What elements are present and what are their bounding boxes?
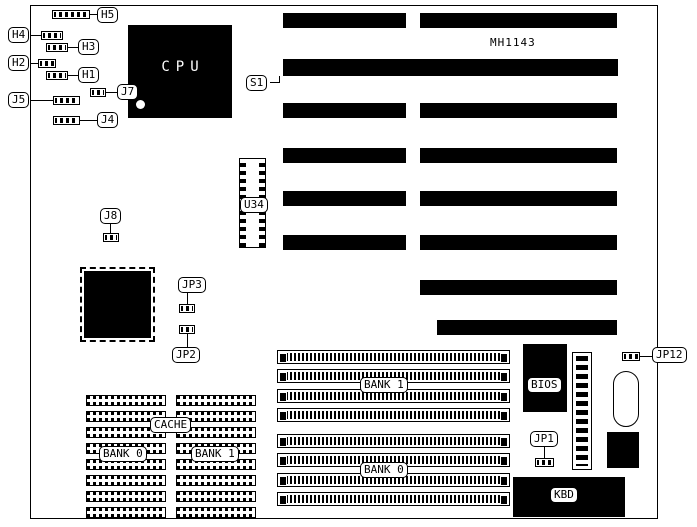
simm-socket <box>277 492 510 506</box>
leader-line-jp12 <box>640 356 652 357</box>
label-simm-bank0: BANK 0 <box>360 462 408 478</box>
header-j7-connector <box>90 88 106 97</box>
cache-chip <box>176 395 256 406</box>
leader-line-h4 <box>30 35 41 36</box>
isa-slot-4-right <box>420 191 617 206</box>
header-j4-connector <box>53 116 80 125</box>
label-h3: H3 <box>78 39 100 55</box>
label-cache-bank0: BANK 0 <box>99 446 147 462</box>
isa-slot-6 <box>420 280 617 295</box>
label-u34: U34 <box>240 197 268 213</box>
label-jp12: JP12 <box>652 347 687 363</box>
keyboard-din-connector <box>607 432 639 468</box>
isa-slot-5-left <box>283 235 406 250</box>
s1-slot <box>283 59 618 76</box>
label-jp2: JP2 <box>172 347 200 363</box>
chipset-qfp <box>80 267 155 342</box>
cache-chip <box>176 411 256 422</box>
label-j5: J5 <box>8 92 30 108</box>
board-model: MH1143 <box>490 36 536 49</box>
header-j5-connector <box>53 96 80 105</box>
isa-slot-7 <box>437 320 617 335</box>
cache-chip <box>176 475 256 486</box>
header-jp1-connector <box>535 458 554 467</box>
label-s1: S1 <box>246 75 268 91</box>
cpu-pin1-marker <box>136 100 145 109</box>
leader-line-s1-v <box>279 76 280 83</box>
leader-line-j5 <box>30 100 53 101</box>
isa-slot-3-right <box>420 148 617 163</box>
leader-line-jp3 <box>187 293 188 304</box>
label-h2: H2 <box>8 55 30 71</box>
cache-chip <box>86 475 166 486</box>
header-h2-connector <box>38 59 56 68</box>
header-jp2-connector <box>179 325 195 334</box>
leader-line-h3 <box>68 47 78 48</box>
isa-slot-5-right <box>420 235 617 250</box>
isa-slot-4-left <box>283 191 406 206</box>
header-h5-connector <box>52 10 90 19</box>
cpu-label: CPU <box>161 59 205 75</box>
label-cache: CACHE <box>150 417 192 433</box>
label-j8: J8 <box>100 208 122 224</box>
leader-line-j7 <box>106 92 117 93</box>
isa-slot-2-right <box>420 103 617 118</box>
leader-line-s1-h <box>270 82 280 83</box>
simm-socket <box>277 408 510 422</box>
isa-slot-1-right <box>420 13 617 28</box>
simm-socket <box>277 350 510 364</box>
header-h1-connector <box>46 71 68 80</box>
header-jp3-connector <box>179 304 195 313</box>
label-jp3: JP3 <box>178 277 206 293</box>
cache-chip <box>176 491 256 502</box>
header-h4-connector <box>41 31 63 40</box>
label-h5: H5 <box>97 7 119 23</box>
label-simm-bank1: BANK 1 <box>360 377 408 393</box>
cache-chip <box>86 507 166 518</box>
leader-line-h2 <box>30 63 38 64</box>
header-h3-connector <box>46 43 68 52</box>
cache-chip <box>176 507 256 518</box>
cache-chip <box>86 491 166 502</box>
header-j8-connector <box>103 233 119 242</box>
leader-line-jp1 <box>544 447 545 458</box>
label-cache-bank1: BANK 1 <box>191 446 239 462</box>
label-kbd: KBD <box>550 487 578 503</box>
isa-slot-2-left <box>283 103 406 118</box>
label-h4: H4 <box>8 27 30 43</box>
label-j4: J4 <box>97 112 119 128</box>
leader-line-h1 <box>68 75 78 76</box>
isa-slot-3-left <box>283 148 406 163</box>
label-jp1: JP1 <box>530 431 558 447</box>
leader-line-j4 <box>80 120 97 121</box>
cache-chip <box>86 395 166 406</box>
cache-chip <box>86 411 166 422</box>
cpu-chip: CPU <box>128 25 232 118</box>
label-j7: J7 <box>117 84 139 100</box>
battery <box>613 371 639 427</box>
power-connector <box>572 352 592 470</box>
simm-socket <box>277 434 510 448</box>
label-bios: BIOS <box>527 377 562 393</box>
leader-line-h5 <box>90 14 97 15</box>
label-h1: H1 <box>78 67 100 83</box>
isa-slot-1-left <box>283 13 406 28</box>
leader-line-j8 <box>110 224 111 233</box>
header-jp12-connector <box>622 352 640 361</box>
leader-line-jp2 <box>187 334 188 347</box>
